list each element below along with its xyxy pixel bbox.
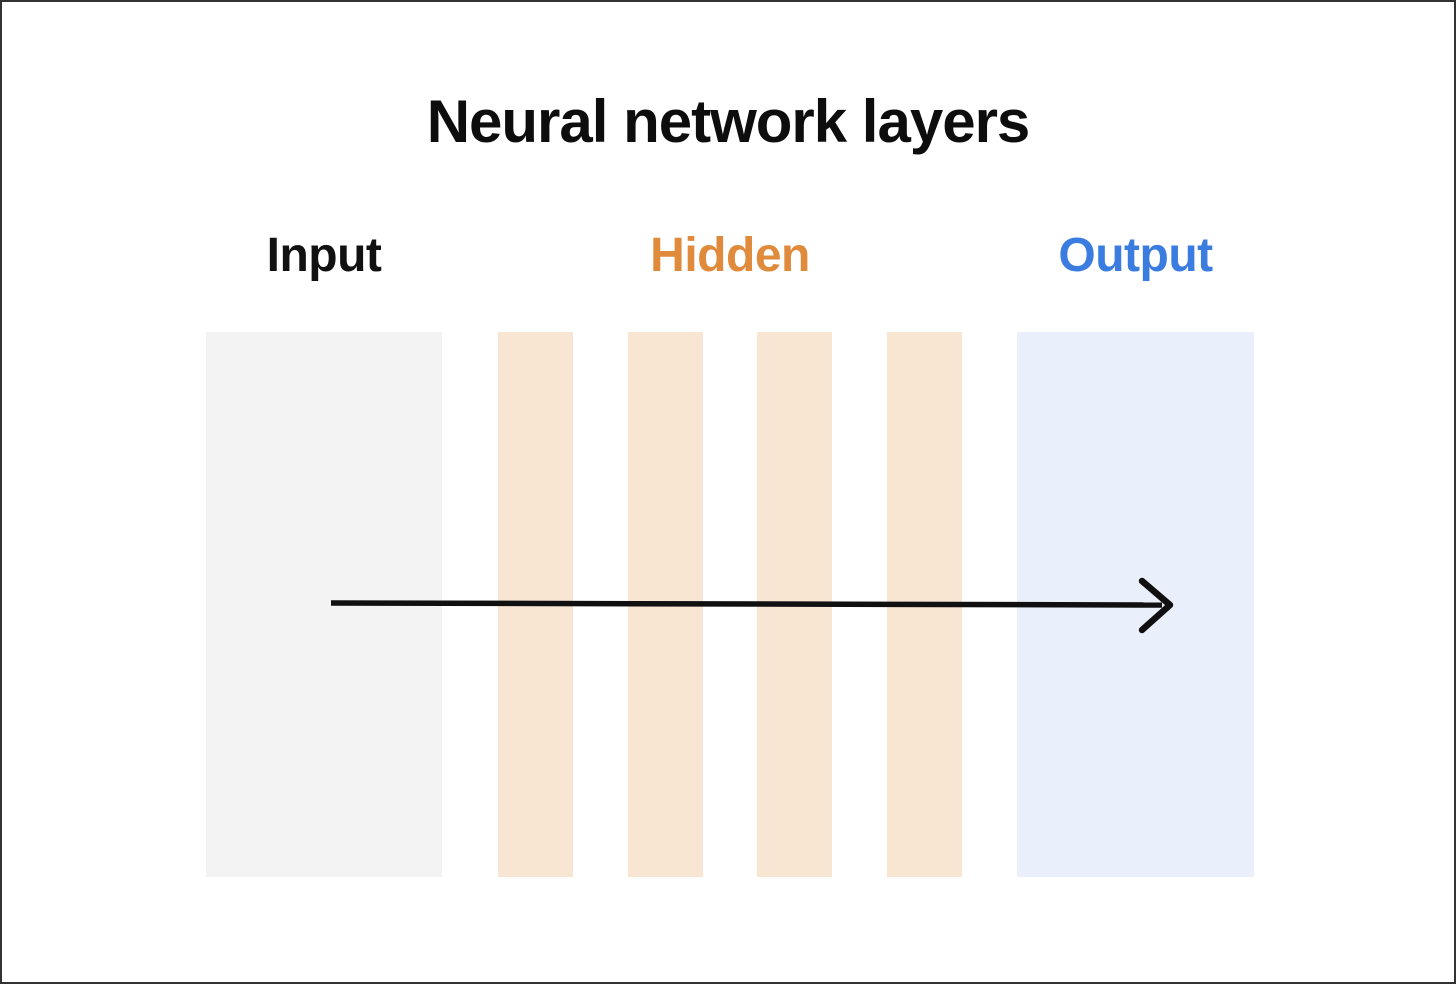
input-layer-bar bbox=[206, 332, 442, 877]
hidden-layer-bar bbox=[886, 332, 962, 877]
input-layer-label: Input bbox=[266, 229, 382, 282]
hidden-layer-bar bbox=[627, 332, 703, 877]
hidden-layer-bars bbox=[498, 332, 962, 877]
hidden-layer-label: Hidden bbox=[650, 229, 810, 282]
hidden-layer-bar bbox=[498, 332, 573, 877]
output-layer-bar bbox=[1017, 332, 1254, 877]
diagram-title: Neural network layers bbox=[426, 88, 1031, 155]
output-layer-label: Output bbox=[1058, 229, 1213, 282]
hidden-layer-bar bbox=[757, 332, 833, 877]
